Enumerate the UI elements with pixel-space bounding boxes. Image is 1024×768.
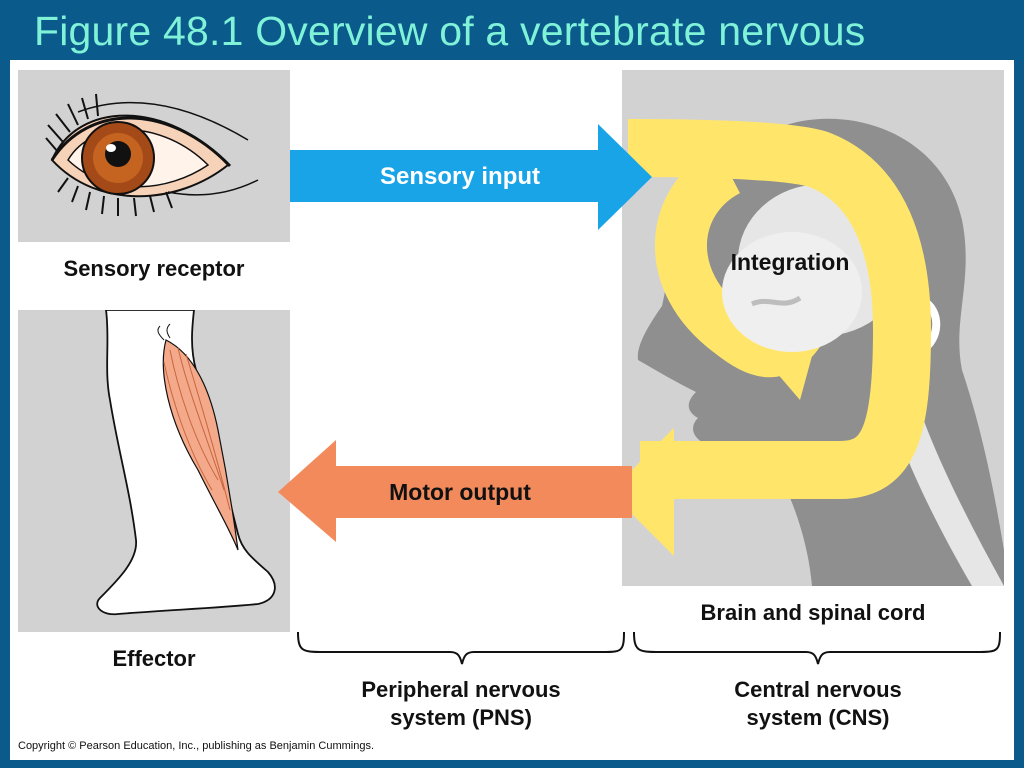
sensory-receptor-label: Sensory receptor xyxy=(63,256,245,281)
slide-title: Figure 48.1 Overview of a vertebrate ner… xyxy=(34,8,866,54)
integration-arrow xyxy=(610,119,931,556)
effector-box xyxy=(18,309,290,632)
leg-icon xyxy=(96,309,276,616)
pns-label-line2: system (PNS) xyxy=(390,705,532,730)
cns-label-line1: Central nervous xyxy=(734,677,902,702)
integration-label: Integration xyxy=(731,249,850,275)
sensory-input-label: Sensory input xyxy=(380,163,540,190)
arrows-layer: Sensory input Motor output Integration xyxy=(278,119,1001,665)
pns-label: Peripheral nervous system (PNS) xyxy=(300,676,622,732)
pns-brace xyxy=(297,631,625,665)
motor-output-label: Motor output xyxy=(389,479,531,505)
cns-brace xyxy=(633,631,1001,665)
brain-spinal-label: Brain and spinal cord xyxy=(700,600,926,625)
figure-panel: Sensory input Motor output Integration S… xyxy=(10,60,1014,760)
eye-icon xyxy=(45,93,259,217)
cns-label: Central nervous system (CNS) xyxy=(636,676,1000,732)
sensory-input-arrow: Sensory input xyxy=(290,124,652,230)
copyright-text: Copyright © Pearson Education, Inc., pub… xyxy=(18,740,375,752)
pns-label-line1: Peripheral nervous xyxy=(361,677,561,702)
sensory-receptor-box xyxy=(18,70,290,242)
cns-label-line2: system (CNS) xyxy=(746,705,890,730)
motor-output-arrow: Motor output xyxy=(278,440,632,542)
effector-label: Effector xyxy=(112,646,196,671)
